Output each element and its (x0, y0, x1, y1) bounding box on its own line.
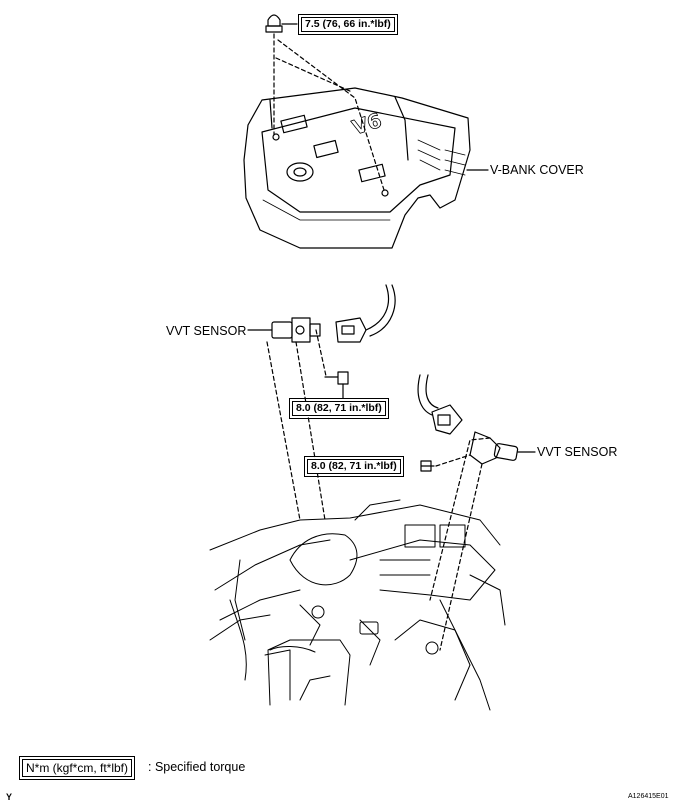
torque-box-upper-sensor: 8.0 (82, 71 in.*lbf) (289, 398, 389, 419)
figure-id: A126415E01 (628, 793, 669, 800)
legend-description: : Specified torque (148, 760, 246, 774)
v-bank-cover-drawing: V6 (243, 87, 471, 249)
torque-box-cover: 7.5 (76, 66 in.*lbf) (298, 14, 398, 35)
torque-box-lower-sensor: 8.0 (82, 71 in.*lbf) (304, 456, 404, 477)
vvt-sensor-left-drawing (247, 284, 396, 385)
engine-block-drawing (209, 499, 506, 711)
vvt-sensor-right-drawing (417, 374, 536, 472)
cover-nut-icon (265, 14, 283, 33)
label-v-bank-cover: V-BANK COVER (490, 163, 584, 177)
footer-left-mark: Y (6, 792, 13, 802)
legend-torque-box: N*m (kgf*cm, ft*lbf) (18, 756, 136, 780)
label-vvt-sensor-right: VVT SENSOR (537, 445, 618, 459)
label-vvt-sensor-left: VVT SENSOR (166, 324, 247, 338)
